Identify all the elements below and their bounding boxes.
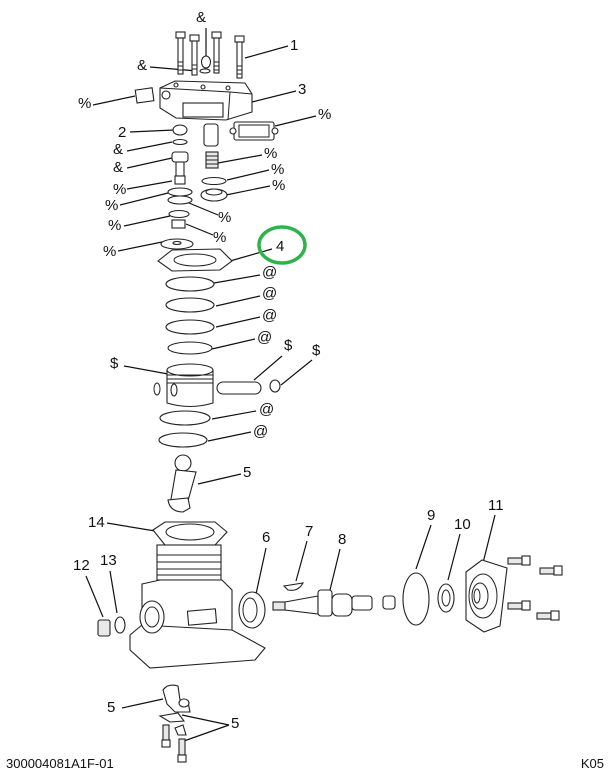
symbol-s-dol2: $ [312,342,321,359]
symbol-s-amp1: & [196,9,207,26]
piston-rings [158,276,215,448]
leader-lines [85,28,496,742]
callout-c12: 12 [73,557,90,574]
callout-c3: 3 [298,81,307,98]
symbol-s-pct1: % [78,95,92,112]
symbol-s-amp3: & [113,141,124,158]
callout-c1: 1 [290,37,299,54]
callout-c4: 4 [276,238,285,255]
symbol-s-amp2: & [137,57,148,74]
callout-c5c: 5 [231,715,240,732]
callout-c10: 10 [454,516,471,533]
gasket-part-4 [157,248,233,272]
callout-c9: 9 [427,507,436,524]
symbol-s-pct4: % [271,161,285,178]
valve-stack-right [200,123,228,202]
symbol-s-at6: @ [253,423,269,440]
symbol-s-pct9: % [108,217,122,234]
symbol-s-dol1: $ [284,337,293,354]
page-code: K05 [580,756,604,771]
callout-c11: 11 [488,497,504,514]
callout-c2: 2 [118,124,127,141]
end-cover [465,559,508,633]
callout-c13: 13 [100,552,117,569]
o-ring [402,572,430,626]
symbol-s-at2: @ [262,285,278,302]
rod-cap-and-bolts [158,684,191,763]
callout-c8: 8 [338,531,347,548]
symbol-s-at4: @ [257,329,273,346]
crankshaft [272,589,396,617]
callout-c14: 14 [88,514,105,531]
valve-cover-gasket [229,121,279,141]
callout-c5a: 5 [243,464,252,481]
symbol-s-pct7: % [105,197,119,214]
symbol-s-at5: @ [259,401,275,418]
bearing [238,591,266,629]
cover-bolts [507,555,563,621]
symbol-s-pct3: % [264,145,278,162]
piston [153,363,281,408]
callout-c5b: 5 [107,699,116,716]
symbol-s-at3: @ [262,307,278,324]
highlight-circle [257,225,307,265]
compressor-body [129,521,266,669]
symbol-s-pct11: % [103,243,117,260]
symbol-s-pct5: % [272,177,286,194]
connecting-rod [167,454,197,513]
cylinder-head [134,80,253,121]
woodruff-key [282,582,305,591]
symbol-s-dol3: $ [110,355,119,372]
head-bolts [175,31,245,79]
symbol-s-pct10: % [213,229,227,246]
seal [437,583,455,613]
symbol-s-pct6: % [113,181,127,198]
symbol-s-amp4: & [113,159,124,176]
callout-c6: 6 [262,529,271,546]
symbol-s-pct2: % [318,106,332,123]
valve-stack-left [160,124,194,250]
callout-c7: 7 [305,523,314,540]
symbol-s-pct8: % [218,209,232,226]
nut-and-washer [97,616,126,637]
symbol-s-at1: @ [262,264,278,281]
drawing-number: 300004081A1F-01 [6,756,114,771]
